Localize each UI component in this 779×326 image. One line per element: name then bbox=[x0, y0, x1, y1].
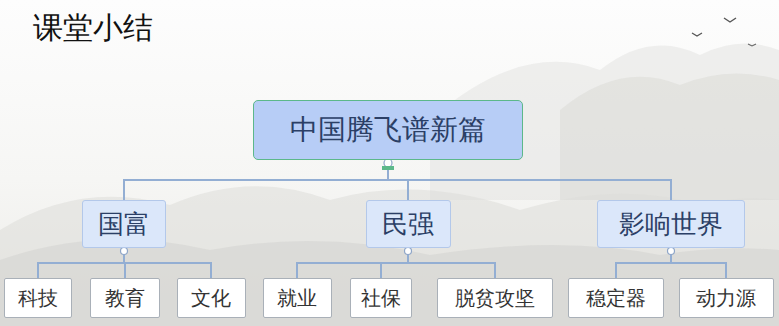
topic-label: 社保 bbox=[361, 287, 401, 309]
leaf-topic: 科技 bbox=[4, 278, 72, 318]
topic-label: 影响世界 bbox=[619, 210, 723, 239]
topic-label: 教育 bbox=[105, 287, 145, 309]
topic-label: 稳定器 bbox=[586, 287, 646, 309]
leaf-topic: 教育 bbox=[90, 278, 160, 318]
slide-title: 课堂小结 bbox=[33, 10, 153, 46]
tree-connector bbox=[388, 160, 671, 200]
tree-connector bbox=[616, 248, 671, 278]
leaf-topic: 社保 bbox=[350, 278, 412, 318]
branch-topic: 民强 bbox=[366, 200, 451, 248]
leaf-topic: 脱贫攻坚 bbox=[437, 278, 553, 318]
tree-connector bbox=[408, 248, 495, 278]
leaf-topic: 文化 bbox=[177, 278, 246, 318]
topic-label: 文化 bbox=[191, 287, 231, 309]
topic-label: 中国腾飞谱新篇 bbox=[290, 115, 486, 146]
topic-label: 就业 bbox=[277, 287, 317, 309]
tree-connector bbox=[124, 248, 211, 278]
topic-label: 民强 bbox=[382, 210, 434, 239]
branch-topic: 国富 bbox=[82, 200, 166, 248]
tree-connector bbox=[671, 248, 726, 278]
tree-connector bbox=[124, 160, 388, 200]
tree-connector bbox=[297, 248, 408, 278]
tree-connector bbox=[38, 248, 124, 278]
branch-topic: 影响世界 bbox=[597, 200, 745, 248]
leaf-topic: 稳定器 bbox=[568, 278, 664, 318]
topic-label: 国富 bbox=[98, 210, 150, 239]
leaf-topic: 就业 bbox=[263, 278, 332, 318]
topic-label: 脱贫攻坚 bbox=[455, 287, 535, 309]
root-topic: 中国腾飞谱新篇 bbox=[253, 100, 523, 160]
leaf-topic: 动力源 bbox=[679, 278, 774, 318]
tree-connector bbox=[381, 248, 408, 278]
topic-label: 动力源 bbox=[696, 287, 756, 309]
topic-label: 科技 bbox=[18, 287, 58, 309]
